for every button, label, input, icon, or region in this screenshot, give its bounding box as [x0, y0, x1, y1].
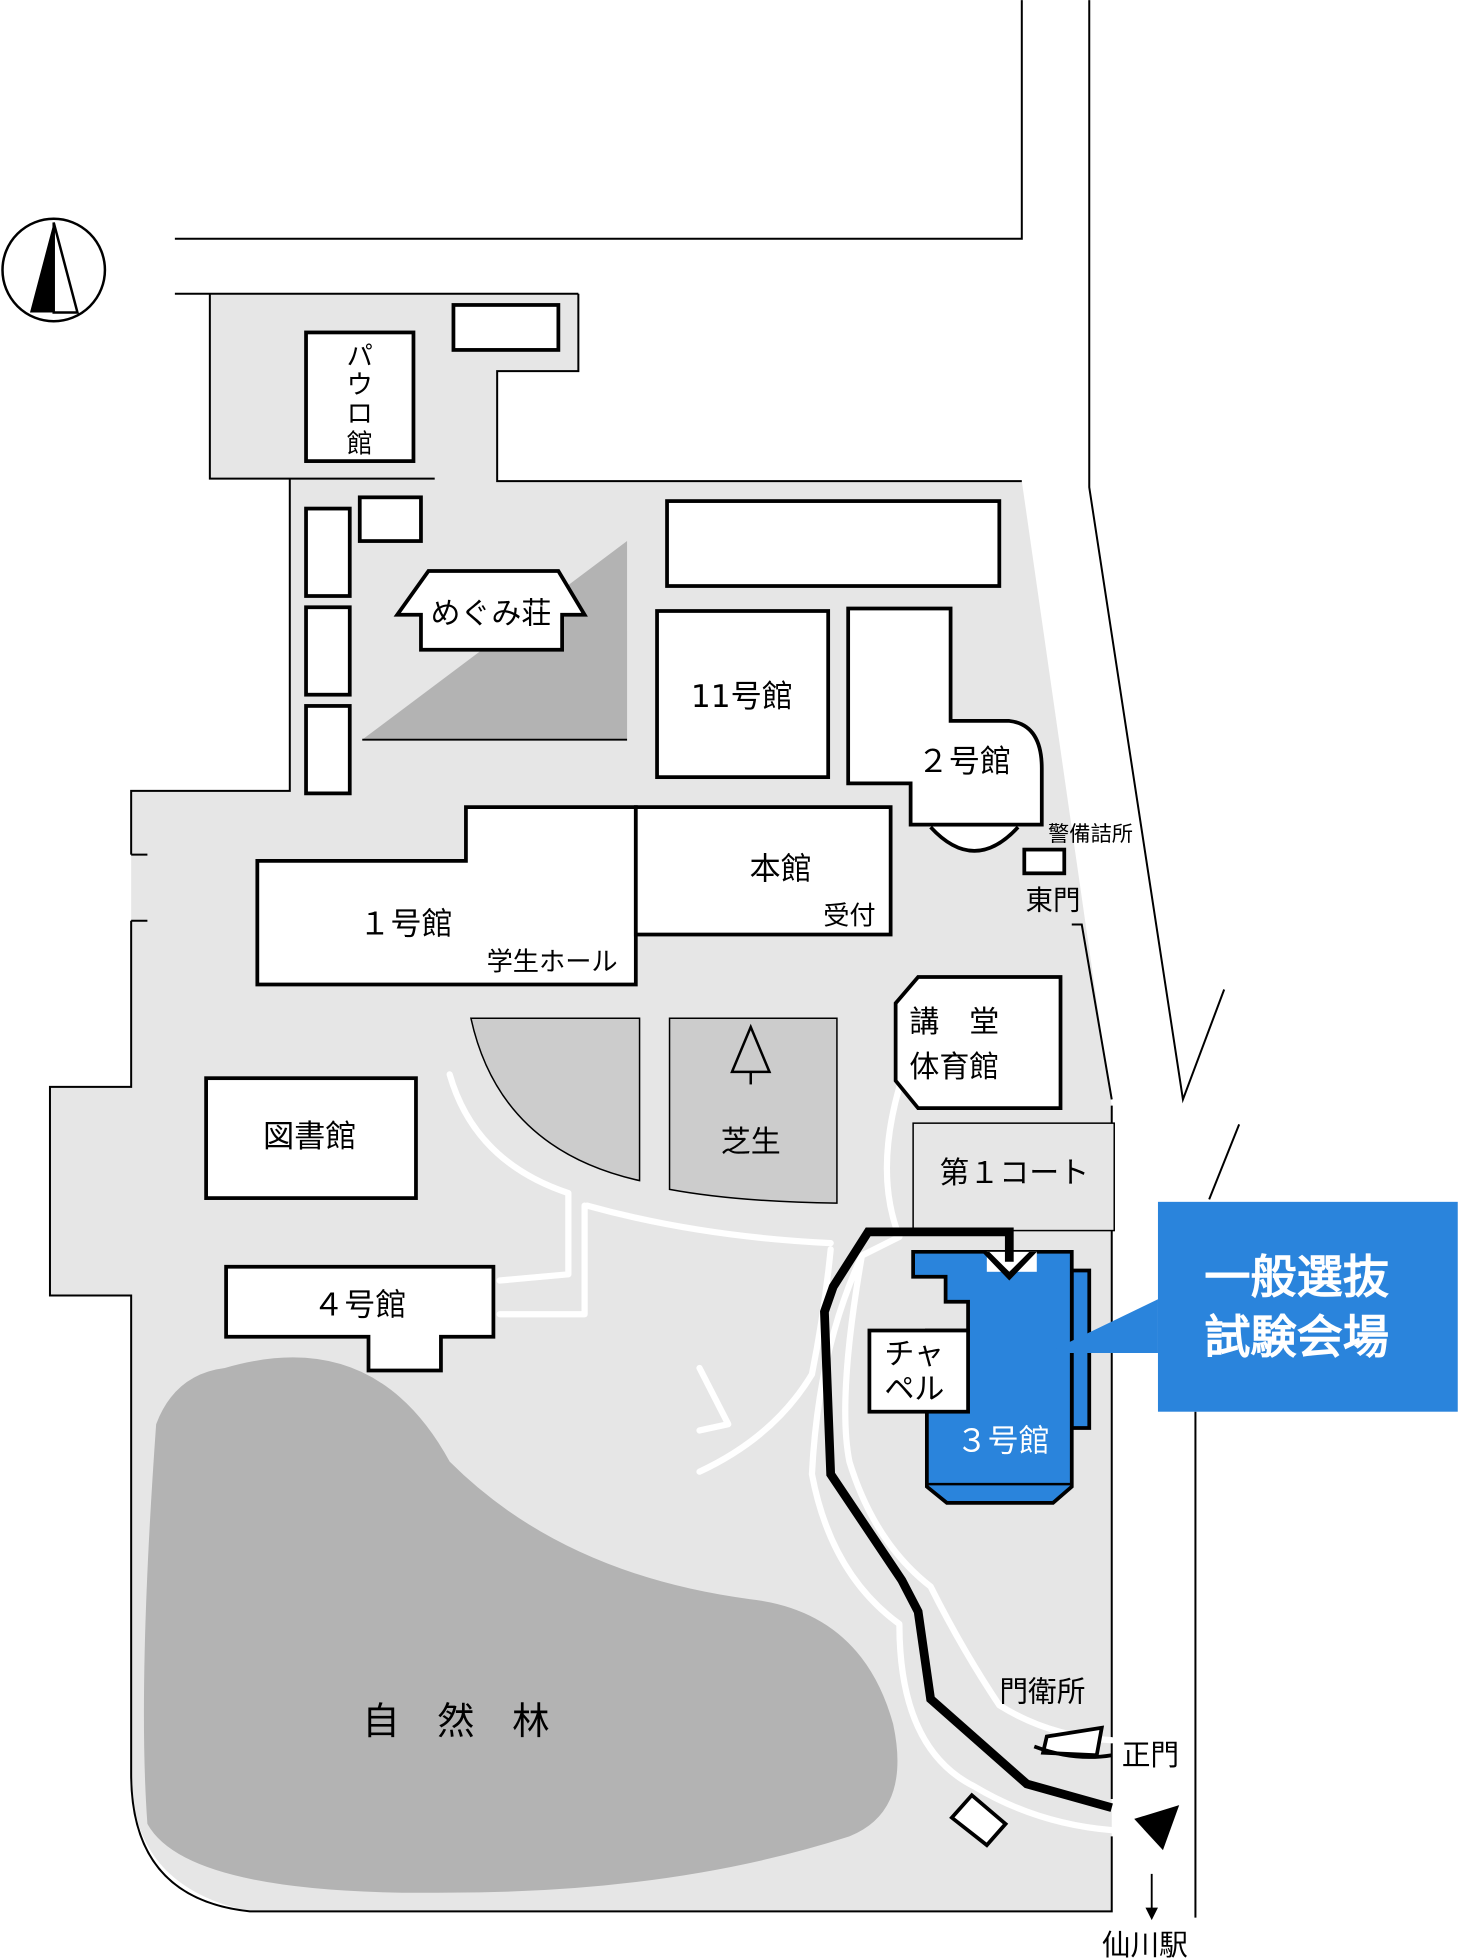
- forest-label: 自 然 林: [362, 1699, 549, 1743]
- gate-booth: [949, 1792, 1009, 1848]
- svg-text:チャ: チャ: [884, 1337, 944, 1372]
- svg-text:本館: 本館: [749, 852, 811, 888]
- building-small: [357, 495, 423, 543]
- svg-text:１号館: １号館: [359, 907, 453, 943]
- svg-text:受付: 受付: [823, 902, 875, 932]
- building-dorm-2: [304, 605, 352, 697]
- svg-text:パ: パ: [347, 342, 373, 372]
- svg-text:３号館: ３号館: [956, 1424, 1050, 1460]
- library[interactable]: 図書館: [204, 1076, 418, 1200]
- svg-text:第１コート: 第１コート: [939, 1156, 1089, 1191]
- building-honkan[interactable]: 本館 受付: [633, 805, 893, 937]
- roads: [174, 0, 1241, 1918]
- building-2[interactable]: ２号館: [846, 606, 1044, 853]
- building-top-long: [665, 499, 1002, 588]
- building-dorm-1: [304, 506, 352, 598]
- svg-text:11号館: 11号館: [691, 679, 793, 715]
- svg-text:めぐみ荘: めぐみ荘: [431, 596, 552, 631]
- building-megumi[interactable]: めぐみ荘: [393, 569, 588, 652]
- main-gate-label: 正門: [1122, 1738, 1179, 1772]
- guard-east: [1022, 847, 1067, 876]
- building-auditorium[interactable]: 講 堂 体育館: [893, 975, 1063, 1111]
- north-arrow-icon: [1, 217, 107, 323]
- svg-text:２号館: ２号館: [918, 744, 1012, 780]
- svg-text:学生ホール: 学生ホール: [487, 948, 618, 978]
- building-paulo[interactable]: パ ウ ロ 館: [304, 330, 416, 463]
- building-4[interactable]: ４号館: [224, 1264, 496, 1373]
- route-to-venue: [820, 1227, 1113, 1812]
- svg-text:一般選抜: 一般選抜: [1204, 1250, 1390, 1304]
- svg-text:体育館: 体育館: [909, 1050, 999, 1085]
- svg-text:館: 館: [347, 429, 373, 459]
- lawn: 芝生: [668, 1017, 838, 1204]
- svg-text:試験会場: 試験会場: [1204, 1310, 1389, 1364]
- building-small-top: [451, 303, 561, 352]
- court-1: 第１コート: [912, 1122, 1115, 1232]
- chapel[interactable]: チャ ペル: [867, 1328, 970, 1414]
- exam-venue-callout: 一般選抜 試験会場: [1046, 1201, 1458, 1412]
- station-label: 仙川駅: [1102, 1928, 1188, 1959]
- arrow-down-icon: [1145, 1907, 1158, 1921]
- building-11[interactable]: 11号館: [655, 609, 831, 780]
- svg-text:４号館: ４号館: [313, 1288, 407, 1324]
- building-dorm-3: [304, 704, 352, 796]
- entrance-arrow-icon: [1134, 1805, 1180, 1851]
- quarter-lawn: [469, 1017, 641, 1182]
- svg-text:芝生: 芝生: [721, 1125, 781, 1160]
- nature-forest: [143, 1357, 898, 1893]
- east-gate-label: 東門: [1026, 885, 1081, 917]
- gatehouse-label: 門衛所: [999, 1675, 1085, 1709]
- svg-text:図書館: 図書館: [263, 1119, 357, 1155]
- svg-text:講 堂: 講 堂: [909, 1005, 999, 1040]
- route-arrow-icon: [981, 1251, 1037, 1281]
- svg-text:ペル: ペル: [884, 1372, 944, 1407]
- svg-text:ウ: ウ: [347, 371, 373, 401]
- guard-east-label: 警備詰所: [1048, 822, 1133, 847]
- svg-text:ロ: ロ: [347, 399, 373, 429]
- walkways: [446, 1071, 1115, 1834]
- campus-boundary: [48, 292, 1113, 1913]
